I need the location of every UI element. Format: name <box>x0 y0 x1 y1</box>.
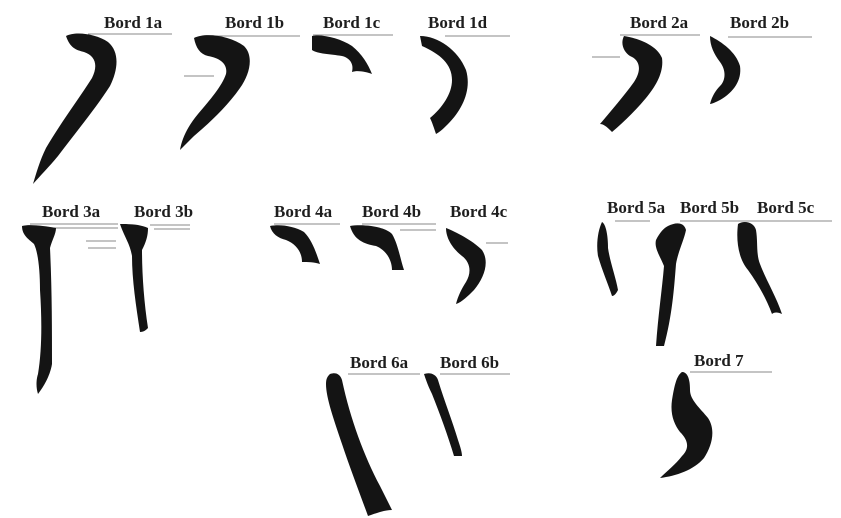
bord-3b: Bord 3b <box>120 202 193 332</box>
label-bord-1b: Bord 1b <box>225 13 284 32</box>
shape-bord-2b <box>710 36 741 104</box>
label-bord-1d: Bord 1d <box>428 13 488 32</box>
shape-bord-5c <box>737 222 782 314</box>
bord-5c: Bord 5c <box>737 198 832 314</box>
label-bord-4c: Bord 4c <box>450 202 508 221</box>
label-bord-5a: Bord 5a <box>607 198 666 217</box>
shape-bord-1a <box>33 33 117 184</box>
label-bord-3b: Bord 3b <box>134 202 193 221</box>
bord-3a: Bord 3a <box>22 202 118 394</box>
label-bord-1c: Bord 1c <box>323 13 381 32</box>
bord-2b: Bord 2b <box>710 13 812 104</box>
shape-bord-4c <box>446 228 486 304</box>
bord-1d: Bord 1d <box>420 13 510 134</box>
label-bord-4a: Bord 4a <box>274 202 333 221</box>
shape-bord-4a <box>270 225 320 264</box>
shape-bord-4b <box>350 225 404 270</box>
bord-4c: Bord 4c <box>446 202 508 304</box>
label-bord-2b: Bord 2b <box>730 13 789 32</box>
label-bord-4b: Bord 4b <box>362 202 421 221</box>
label-bord-1a: Bord 1a <box>104 13 163 32</box>
bord-6b: Bord 6b <box>424 353 510 456</box>
shape-bord-1d <box>420 36 468 134</box>
shape-bord-3a <box>22 225 56 394</box>
bord-1b: Bord 1b <box>180 13 300 150</box>
label-bord-6b: Bord 6b <box>440 353 499 372</box>
bord-1c: Bord 1c <box>312 13 393 74</box>
bord-1a: Bord 1a <box>33 13 172 184</box>
shape-bord-1b <box>180 35 250 150</box>
label-bord-2a: Bord 2a <box>630 13 689 32</box>
shape-bord-3b <box>120 224 148 332</box>
bord-4b: Bord 4b <box>350 202 436 270</box>
bord-5b: Bord 5b <box>655 198 760 346</box>
shape-bord-1c <box>312 35 372 74</box>
label-bord-5b: Bord 5b <box>680 198 739 217</box>
label-bord-3a: Bord 3a <box>42 202 101 221</box>
shape-bord-7 <box>660 372 713 478</box>
shape-bord-5a <box>597 222 618 296</box>
shape-bord-2a <box>600 36 663 132</box>
label-bord-5c: Bord 5c <box>757 198 815 217</box>
shape-bord-6a <box>326 373 392 516</box>
shape-bord-5b <box>655 223 686 346</box>
bord-4a: Bord 4a <box>270 202 340 264</box>
bord-7: Bord 7 <box>660 351 772 478</box>
bord-5a: Bord 5a <box>597 198 666 296</box>
bord-6a: Bord 6a <box>326 353 420 516</box>
label-bord-7: Bord 7 <box>694 351 744 370</box>
bord-2a: Bord 2a <box>592 13 700 132</box>
shape-bord-6b <box>424 373 462 456</box>
label-bord-6a: Bord 6a <box>350 353 409 372</box>
